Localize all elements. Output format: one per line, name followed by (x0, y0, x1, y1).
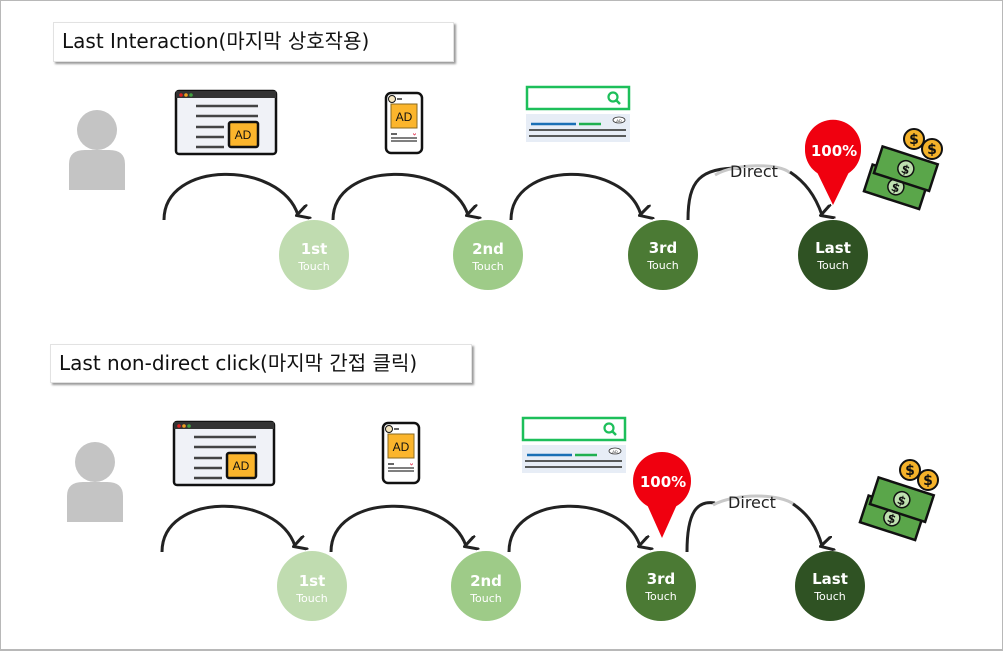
touch-node-1st: 1st Touch (277, 551, 347, 621)
money-conversion-icon (858, 458, 940, 542)
journey-arrow-3 (507, 504, 640, 553)
journey-arrow-1 (162, 172, 298, 221)
credit-percent-label: 100% (811, 142, 857, 160)
node-sub-label: Touch (471, 260, 504, 273)
journey-arrow-2 (329, 504, 466, 553)
node-main-label: Last (812, 570, 848, 588)
node-main-label: 1st (301, 240, 328, 258)
section-last-non-direct-click: AD AD Direct 1st Touch 2nd Touch 3rd (67, 416, 940, 621)
node-main-label: Last (815, 239, 851, 257)
node-sub-label: Touch (295, 592, 328, 605)
touch-node-circle (279, 220, 349, 290)
direct-label: Direct (728, 493, 776, 512)
touch-node-3rd: 3rd Touch (626, 551, 696, 621)
node-main-label: 2nd (472, 240, 504, 258)
journey-arrow-2 (331, 172, 468, 221)
credit-pin-marker: 100% (805, 119, 861, 205)
node-main-label: 2nd (470, 572, 502, 590)
ad-label: AD (396, 110, 413, 124)
direct-arrow-mid (712, 494, 796, 507)
section-title-last-non-direct-click: Last non-direct click(마지막 간접 클릭) (50, 344, 472, 383)
search-ad-icon (520, 416, 628, 475)
section-title-last-interaction: Last Interaction(마지막 상호작용) (53, 22, 454, 62)
mobile-social-ad-icon: AD (384, 91, 424, 155)
touch-node-2nd: 2nd Touch (453, 220, 523, 290)
direct-arrow (685, 501, 716, 553)
node-sub-label: Touch (646, 259, 679, 272)
journey-arrow-3 (509, 172, 641, 220)
direct-arrow-end (792, 502, 822, 546)
display-banner-ad-icon: AD (172, 420, 276, 487)
touch-node-last: Last Touch (798, 220, 868, 290)
direct-label: Direct (730, 162, 778, 181)
direct-arrow-end (789, 170, 822, 215)
touch-node-3rd: 3rd Touch (628, 220, 698, 290)
mobile-social-ad-icon: AD (381, 421, 421, 485)
node-sub-label: Touch (644, 590, 677, 603)
node-sub-label: Touch (813, 590, 846, 603)
node-main-label: 3rd (647, 570, 676, 588)
ad-label: AD (233, 459, 250, 473)
search-ad-icon (524, 85, 632, 144)
touch-node-2nd: 2nd Touch (451, 551, 521, 621)
node-main-label: 3rd (649, 239, 678, 257)
user-icon (69, 110, 125, 190)
node-sub-label: Touch (297, 260, 330, 273)
credit-percent-label: 100% (640, 473, 686, 491)
credit-pin-marker: 100% (633, 452, 691, 538)
node-main-label: 1st (299, 572, 326, 590)
journey-arrow-1 (160, 504, 295, 553)
user-icon (67, 442, 123, 522)
node-sub-label: Touch (469, 592, 502, 605)
ad-label: AD (235, 128, 252, 142)
money-conversion-icon (862, 127, 944, 211)
direct-arrow-mid (714, 164, 792, 177)
section-last-interaction: AD AD Direct 1st Touch 2nd Touch (69, 85, 944, 290)
map-pin-icon (645, 500, 679, 538)
ad-label: AD (393, 440, 410, 454)
node-sub-label: Touch (816, 259, 849, 272)
touch-node-1st: 1st Touch (279, 220, 349, 290)
touch-node-last: Last Touch (795, 551, 865, 621)
display-banner-ad-icon: AD (174, 89, 278, 156)
